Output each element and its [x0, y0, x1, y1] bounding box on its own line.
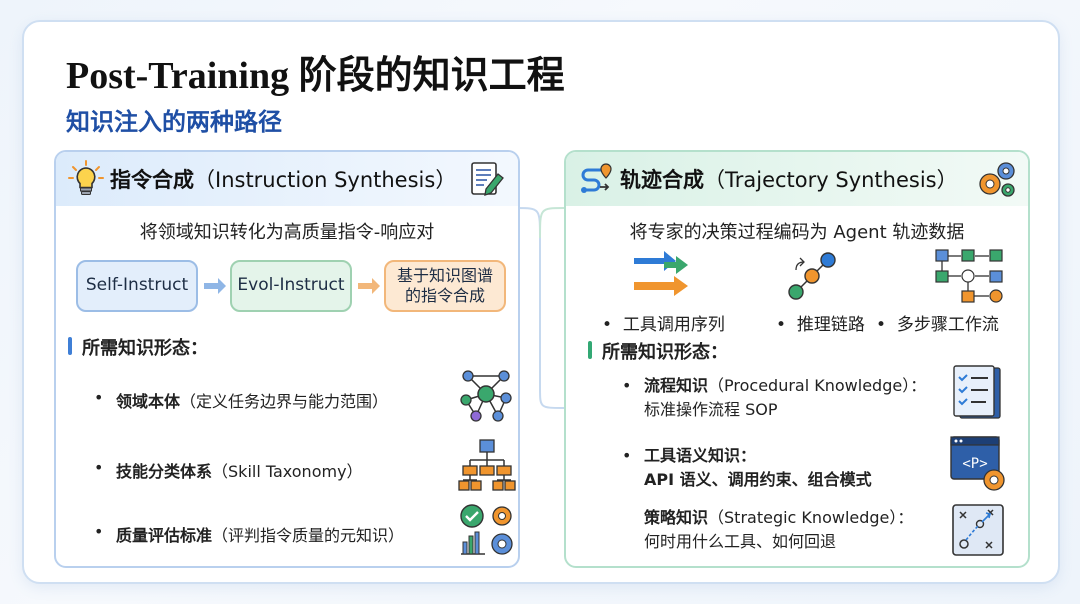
panel-header: 指令合成（Instruction Synthesis）	[56, 152, 518, 206]
traj-label: • 推理链路	[776, 315, 865, 335]
route-path-icon	[581, 163, 612, 193]
item-desc: （Strategic Knowledge）：	[708, 508, 914, 527]
item-desc: （Skill Taxonomy）	[212, 462, 363, 481]
item-bold: 领域本体	[116, 392, 181, 411]
instruction-synthesis-panel: 指令合成（Instruction Synthesis） 将领域知识转化为高质量指…	[54, 150, 520, 568]
panel-description: 将专家的决策过程编码为 Agent 轨迹数据	[629, 222, 965, 243]
list-item: •工具语义知识： API 语义、调用约束、组合模式	[622, 446, 872, 489]
item-bold: 工具语义知识：	[644, 446, 757, 465]
item-bold: 技能分类体系	[116, 462, 213, 481]
page-subtitle: 知识注入的两种路径	[66, 108, 282, 136]
self-instruct-box: Self-Instruct	[76, 260, 198, 312]
checklist-icon	[953, 365, 1001, 419]
svg-text:<P>: <P>	[962, 456, 987, 472]
panel-title-en: （Trajectory Synthesis）	[704, 168, 958, 192]
strategy-board-icon	[952, 504, 1004, 556]
arrow-right-icon	[204, 278, 226, 294]
tool-call-arrows-icon	[634, 251, 688, 296]
evol-instruct-box: Evol-Instruct	[230, 260, 352, 312]
trajectory-synthesis-panel: 轨迹合成（Trajectory Synthesis） 将专家的决策过程编码为 A…	[564, 150, 1030, 568]
api-code-icon: <P>	[950, 436, 1005, 491]
list-item: •领域本体（定义任务边界与能力范围）	[94, 388, 389, 411]
traj-label: • 工具调用序列	[602, 315, 725, 335]
reasoning-chain-icon	[788, 252, 836, 300]
item-bold: 策略知识	[644, 508, 709, 527]
traj-label-text: 工具调用序列	[622, 315, 725, 335]
quality-check-icon	[460, 504, 513, 555]
item-bold: 流程知识	[644, 376, 709, 395]
document-edit-icon	[471, 162, 504, 196]
item-desc: （评判指令质量的元知识）	[212, 526, 405, 545]
section-title: 所需知识形态：	[588, 338, 728, 364]
item-bold: 质量评估标准	[116, 526, 213, 545]
kg-instruction-box: 基于知识图谱的指令合成	[384, 260, 506, 312]
traj-label-text: 多步骤工作流	[896, 315, 999, 335]
workflow-icon	[935, 249, 1003, 303]
hierarchy-tree-icon	[458, 439, 516, 491]
list-item: •技能分类体系（Skill Taxonomy）	[94, 458, 363, 481]
gears-icon	[979, 162, 1015, 197]
slide: Post-Training 阶段的知识工程 知识注入的两种路径 指令合成（Ins…	[22, 20, 1060, 584]
panel-connector	[516, 207, 564, 409]
network-graph-icon	[460, 370, 512, 422]
item-line2: 何时用什么工具、如何回退	[644, 532, 837, 551]
item-line2: 标准操作流程 SOP	[644, 400, 778, 419]
panel-title: 指令合成	[110, 168, 194, 192]
traj-label-text: 推理链路	[796, 315, 865, 335]
kg-box-line2: 的指令合成	[404, 286, 485, 305]
section-title: 所需知识形态：	[68, 334, 208, 360]
panel-title-en: （Instruction Synthesis）	[194, 168, 457, 192]
panel-title: 轨迹合成	[620, 168, 704, 192]
panel-header: 轨迹合成（Trajectory Synthesis）	[566, 152, 1028, 206]
list-item: •流程知识（Procedural Knowledge）： 标准操作流程 SOP	[622, 376, 927, 419]
item-line2: API 语义、调用约束、组合模式	[644, 470, 872, 489]
arrow-right-icon	[358, 278, 380, 294]
lightbulb-icon	[68, 160, 104, 195]
kg-box-line1: 基于知识图谱	[396, 266, 493, 285]
item-desc: （Procedural Knowledge）：	[708, 376, 927, 395]
list-item: 策略知识（Strategic Knowledge）： 何时用什么工具、如何回退	[644, 506, 913, 554]
list-item: •质量评估标准（评判指令质量的元知识）	[94, 522, 405, 545]
item-desc: （定义任务边界与能力范围）	[180, 392, 389, 411]
page-title: Post-Training 阶段的知识工程	[66, 55, 565, 97]
traj-label: • 多步骤工作流	[876, 315, 999, 335]
panel-description: 将领域知识转化为高质量指令-响应对	[139, 222, 435, 243]
